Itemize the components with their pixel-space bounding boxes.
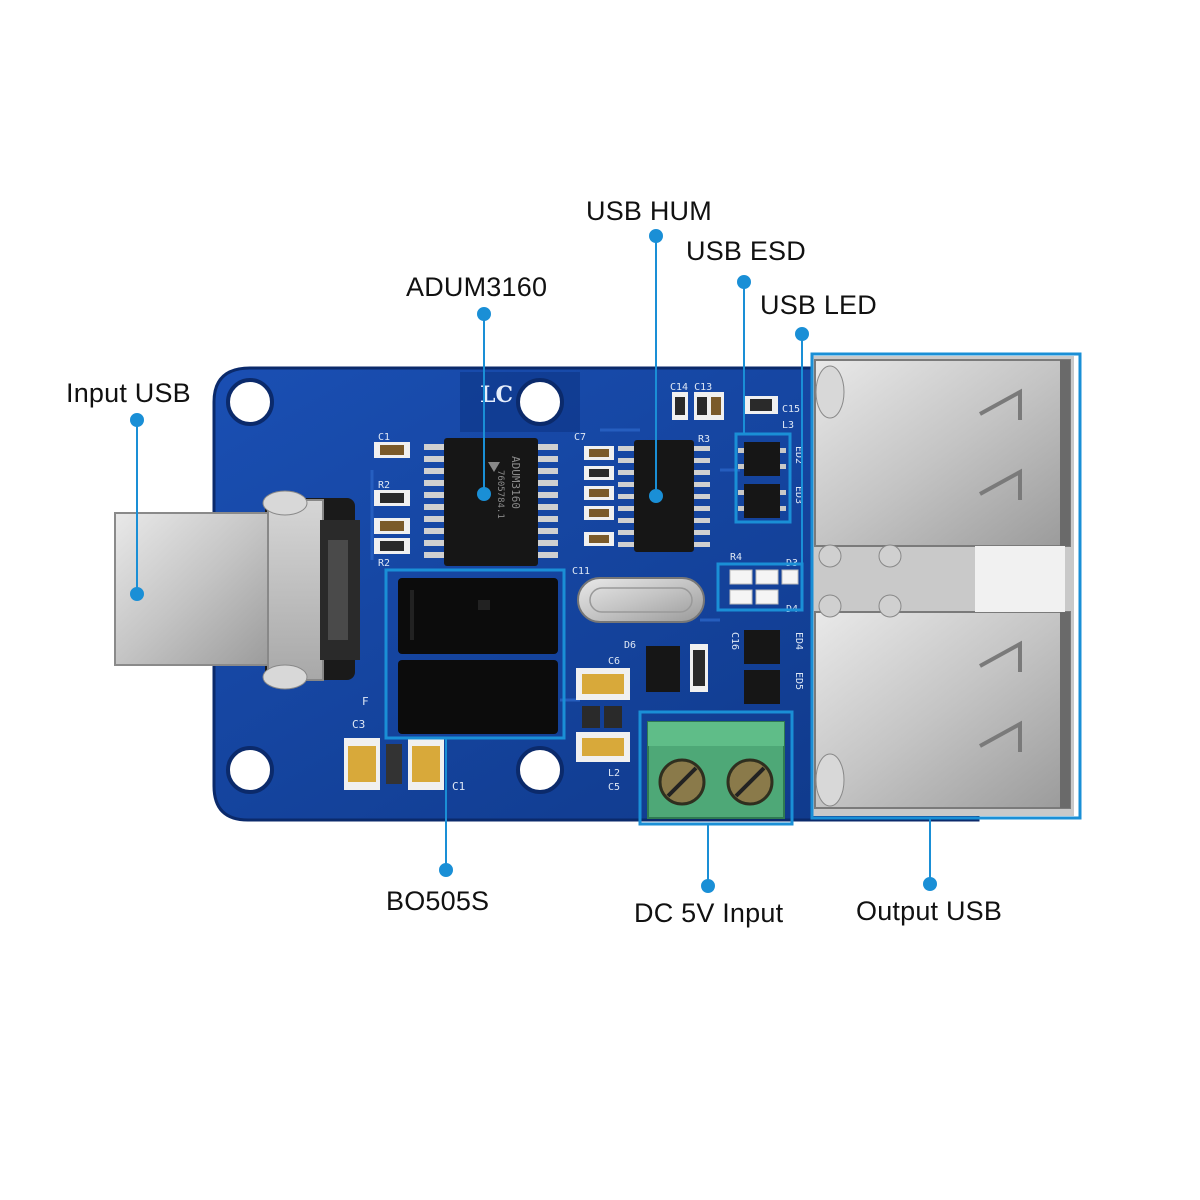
label-usb-esd: USB ESD (686, 236, 806, 266)
passive-components-left: C1 R2 R2 C3 F C1 (352, 432, 465, 793)
label-adum3160: ADUM3160 (406, 272, 548, 302)
label-output-usb: Output USB (856, 896, 1003, 926)
svg-text:C1: C1 (452, 780, 465, 793)
svg-text:C11: C11 (572, 566, 590, 577)
highlight-dc (638, 710, 794, 826)
label-dc-input: DC 5V Input (634, 898, 784, 928)
svg-text:ED2: ED2 (793, 446, 804, 464)
svg-text:ED5: ED5 (793, 672, 804, 690)
svg-text:R2: R2 (378, 480, 390, 491)
highlight-boxes (384, 352, 1082, 826)
mounting-hole (516, 378, 564, 426)
label-input-usb: Input USB (66, 378, 191, 408)
svg-text:R4: R4 (730, 552, 742, 563)
callout-lines (130, 229, 937, 893)
power-components: D6 C6 L2 C5 C16 (576, 632, 740, 793)
svg-text:ED4: ED4 (793, 632, 804, 650)
esd-chips: ED2 ED3 (738, 442, 804, 518)
mounting-hole (516, 746, 564, 794)
svg-text:C5: C5 (608, 782, 620, 793)
bo505s-module (398, 578, 558, 734)
adum3160-chip: ADUM3160 7605784.1 (424, 438, 558, 566)
input-capacitors (344, 738, 444, 790)
label-usb-led: USB LED (760, 290, 877, 320)
svg-text:C14 C13: C14 C13 (670, 382, 712, 393)
label-usb-hum: USB HUM (586, 196, 712, 226)
svg-text:L2: L2 (608, 768, 620, 779)
input-usb-connector (114, 490, 360, 690)
esd-chips-lower: ED4 ED5 (744, 630, 804, 704)
mounting-hole (226, 378, 274, 426)
highlight-led (716, 562, 804, 612)
mounting-hole (226, 746, 274, 794)
svg-text:C15: C15 (782, 404, 800, 415)
svg-text:C3: C3 (352, 718, 365, 731)
svg-text:C6: C6 (608, 656, 620, 667)
svg-text:R2: R2 (378, 558, 390, 569)
output-usb-connectors (812, 356, 1074, 816)
svg-text:D6: D6 (624, 640, 636, 651)
svg-text:R3: R3 (698, 434, 710, 445)
passive-components-top: C14 C13 C15 L3 R3 (670, 382, 800, 445)
highlight-esd (734, 432, 792, 524)
board-logo: LC (480, 382, 513, 408)
highlight-output-usb (810, 352, 1082, 820)
svg-text:7605784.1: 7605784.1 (495, 470, 505, 519)
highlight-bo505s (384, 568, 566, 740)
passive-components-middle: C7 C11 (572, 432, 614, 577)
label-bo505s: BO505S (386, 886, 490, 916)
svg-text:L3: L3 (782, 420, 794, 431)
svg-text:C7: C7 (574, 432, 586, 443)
svg-text:ADUM3160: ADUM3160 (509, 456, 522, 509)
svg-text:C1: C1 (378, 432, 390, 443)
svg-text:C16: C16 (729, 632, 740, 650)
crystal-oscillator (577, 577, 705, 623)
usb-hub-chip (618, 440, 710, 552)
svg-text:ED3: ED3 (793, 486, 804, 504)
dc-terminal-block (647, 721, 785, 819)
svg-text:F: F (362, 695, 369, 708)
